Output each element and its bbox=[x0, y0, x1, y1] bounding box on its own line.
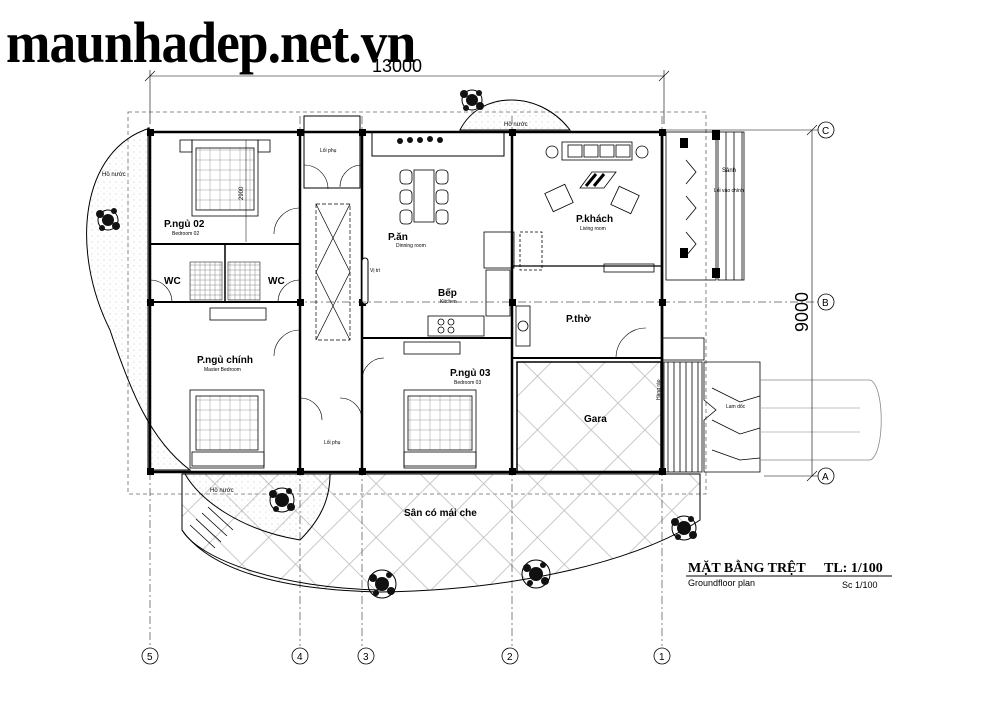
label-master: P.ngủ chính bbox=[197, 355, 253, 366]
title-sub-scale: Sc 1/100 bbox=[842, 580, 878, 590]
svg-text:4: 4 bbox=[297, 652, 303, 663]
label-garage: Gara bbox=[584, 414, 607, 425]
label-bedroom03: P.ngủ 03 bbox=[450, 368, 491, 379]
dimension-height-label: 9000 bbox=[792, 292, 812, 332]
label-ramp: Lam dốc bbox=[726, 404, 746, 410]
svg-text:C: C bbox=[822, 126, 829, 137]
living-sofa-set bbox=[544, 141, 649, 215]
label-lobby: Sảnh bbox=[722, 168, 736, 174]
living-rug bbox=[579, 171, 617, 189]
label-wc2: WC bbox=[268, 276, 285, 287]
label-bedroom02: P.ngủ 02 bbox=[164, 219, 205, 230]
label-master-sub: Master Bedroom bbox=[204, 367, 241, 373]
label-bedroom03-sub: Bedroom 03 bbox=[454, 380, 481, 386]
dimension-height bbox=[664, 124, 820, 482]
label-covered-yard: Sân có mái che bbox=[404, 508, 477, 519]
bed-bedroom03 bbox=[403, 389, 477, 469]
garage-ramp bbox=[661, 337, 882, 473]
label-pond-bottom: Hồ nước bbox=[210, 488, 234, 494]
svg-text:5: 5 bbox=[147, 652, 153, 663]
title-block: MẶT BẰNG TRỆT TL: 1/100 Groundfloor plan… bbox=[686, 559, 892, 590]
title-scale: TL: 1/100 bbox=[824, 561, 883, 576]
label-lobby-sub: Lối vào chính bbox=[714, 188, 744, 194]
svg-text:1: 1 bbox=[659, 652, 665, 663]
svg-text:3: 3 bbox=[363, 652, 369, 663]
svg-text:2: 2 bbox=[507, 652, 513, 663]
label-living-sub: Living room bbox=[580, 226, 606, 232]
label-garage-side: Hàng rào bbox=[656, 379, 662, 400]
plants bbox=[96, 89, 697, 599]
title-main: MẶT BẰNG TRỆT bbox=[688, 559, 806, 576]
label-kitchen-sub: Kitchen bbox=[440, 299, 457, 305]
svg-text:A: A bbox=[822, 472, 829, 483]
label-kitchen: Bếp bbox=[438, 287, 457, 299]
label-pond-top: Hồ nước bbox=[504, 122, 528, 128]
label-altar-wall: Vị trí bbox=[370, 268, 381, 274]
watermark: maunhadep.net.vn bbox=[6, 10, 416, 75]
corridor-skylight bbox=[315, 203, 351, 341]
pond-left bbox=[86, 127, 192, 471]
label-wc1: WC bbox=[164, 276, 181, 287]
label-dining-sub: Dinning room bbox=[396, 243, 426, 249]
bed-master bbox=[189, 389, 265, 469]
steps-bottom-left bbox=[189, 506, 234, 549]
dimension-width-label: 13000 bbox=[372, 56, 422, 76]
garage-floor bbox=[516, 361, 662, 473]
lobby-steps bbox=[665, 131, 745, 281]
dining-table bbox=[399, 169, 449, 225]
grid-col-markers: 5 4 3 2 1 bbox=[141, 647, 671, 665]
label-bedroom02-sub: Bedroom 02 bbox=[172, 231, 199, 237]
label-pond-left: Hồ nước bbox=[102, 172, 126, 178]
label-corridor-top: Lối phụ bbox=[320, 148, 337, 154]
label-corridor-bottom: Lối phụ bbox=[324, 440, 341, 446]
svg-text:B: B bbox=[822, 298, 829, 309]
grid-row-markers: C B A bbox=[817, 121, 835, 485]
label-dining: P.ăn bbox=[388, 232, 408, 243]
dimension-width bbox=[144, 70, 670, 124]
title-sub: Groundfloor plan bbox=[688, 578, 755, 588]
label-worship: P.thờ bbox=[566, 314, 592, 325]
pond-top bbox=[459, 99, 572, 131]
dimension-bedroom-label: 2900 bbox=[239, 186, 245, 200]
bed-bedroom02 bbox=[179, 139, 271, 217]
kitchen-counter bbox=[427, 231, 543, 337]
label-living: P.khách bbox=[576, 214, 613, 225]
